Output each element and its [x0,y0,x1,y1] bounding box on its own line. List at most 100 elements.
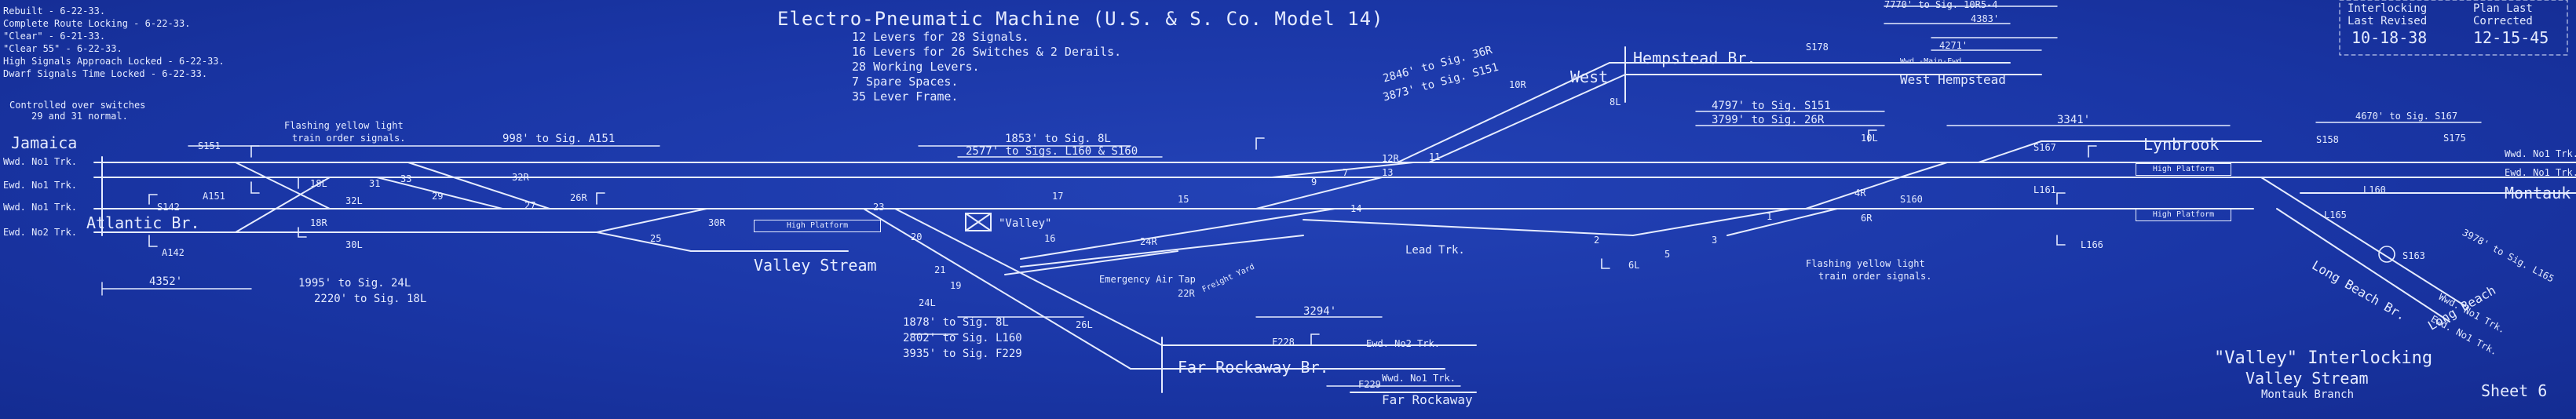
high-platform-lynbrook-1: High Platform [2136,163,2231,176]
note-controlled-2: 29 and 31 normal. [31,111,128,122]
distance-label: 1853' to Sig. 8L [1005,133,1111,145]
lever-number: 16 [1044,233,1056,244]
place-jamaica: Jamaica [11,133,78,152]
sheet-number: Sheet 6 [2481,381,2548,400]
lever-number: 5 [1664,249,1671,260]
signal-label: 6L [1628,260,1640,271]
track-label: Wwd. No1 Trk. [2505,148,2576,159]
far-rockaway-branch [894,208,1163,346]
title-block-line1: "Valley" Interlocking [2214,348,2433,368]
distance-label: 3294' [1303,305,1337,318]
long-beach-branch [2260,177,2466,307]
corrected-date: 12-15-45 [2473,28,2549,47]
signal-label: 18R [310,217,327,228]
note-line: "Clear" - 6-21-33. [3,31,106,42]
signal-label: 24L [919,297,936,308]
place-west: West [1570,67,1609,86]
note-controlled: Controlled over switches [9,100,146,111]
long-beach-branch [2276,208,2450,322]
lever-number: 27 [524,200,536,211]
track-label: Ewd. No2 Trk. [1366,338,1440,349]
distance-label: 2220' to Sig. 18L [314,293,427,305]
place-valley-box: "Valley" [999,217,1052,230]
note-flashing: train order signals. [1818,271,1932,282]
lever-number: 20 [911,231,923,242]
distance-label: 4383' [1971,13,2000,24]
long-beach-marker [2378,246,2395,263]
dimension-lines [101,5,2482,387]
track-label: Wwd.-Main-Ewd. [1900,57,1967,66]
track-label: Ewd. No1 Trk. [2505,167,2576,178]
distance-label: 3341' [2057,114,2091,126]
track-label: Wwd. No1 Trk. [3,156,77,167]
spec-line: 28 Working Levers. [852,60,980,74]
crossover [407,162,550,210]
distance-label: 4352' [149,275,183,288]
lever-number: 23 [873,202,885,213]
title-block-line3: Montauk Branch [2261,388,2355,401]
distance-label: 3799' to Sig. 26R [1712,114,1825,126]
place-far-rockaway: Far Rockaway [1382,392,1473,407]
high-platform-valley: High Platform [754,220,881,232]
place-emergency-air-tap: Emergency Air Tap [1099,274,1196,285]
signal-label: S167 [2033,142,2056,153]
note-flashing: Flashing yellow light [284,120,404,131]
signal-label: S175 [2443,133,2466,144]
signal-label: 8L [1610,97,1621,107]
title-block-line2: Valley Stream [2245,369,2369,388]
last-revised-label: Last Revised [2348,15,2428,27]
distance-label: 4271' [1939,40,1968,51]
last-revised-date: 10-18-38 [2351,28,2428,47]
note-line: High Signals Approach Locked - 6-22-33. [3,56,225,67]
lever-number: 21 [934,264,946,275]
spec-line: 12 Levers for 28 Signals. [852,30,1029,44]
track-label: Wwd. No1 Trk. [3,202,77,213]
place-far-rockaway-br: Far Rockaway Br. [1178,358,1329,377]
signal-label: 10R [1509,79,1526,90]
signal-label: S163 [2402,250,2425,261]
signal-label: L166 [2081,239,2103,250]
distance-label: 998' to Sig. A151 [502,133,616,145]
spec-line: 35 Lever Frame. [852,89,959,104]
lever-number: 29 [432,191,444,202]
freight-lead [1004,250,1178,275]
signal-label: 12R [1382,153,1399,164]
note-line: Complete Route Locking - 6-22-33. [3,18,191,29]
lever-number: 13 [1382,167,1394,178]
place-lead-trk: Lead Trk. [1405,244,1465,257]
lever-number: 11 [1429,151,1441,162]
signal-label: F228 [1272,337,1295,348]
place-lynbrook: Lynbrook [2143,135,2220,154]
spec-line: 7 Spare Spaces. [852,75,959,89]
distance-label: 7770' to Sig. 10R5-4 [1884,0,1998,10]
signal-label: 10L [1861,133,1878,144]
note-flashing: Flashing yellow light [1806,258,1925,269]
place-montauk: Montauk [2505,184,2571,202]
valley-tower-box [965,213,992,231]
corrected-label: Corrected [2473,15,2533,27]
note-line: Rebuilt - 6-22-33. [3,5,106,16]
crossover [235,177,331,233]
signal-label: L165 [2324,210,2347,220]
lever-number: 2 [1594,235,1600,246]
signal-label: S142 [157,202,180,213]
lever-number: 17 [1052,191,1064,202]
signal-label: A142 [162,247,185,258]
drawing-title: Electro-Pneumatic Machine (U.S. & S. Co.… [777,8,1384,30]
signal-marks [148,129,2097,346]
distance-label: 3935' to Sig. F229 [903,348,1022,360]
lever-number: 9 [1311,177,1317,188]
signal-label: 30L [345,239,363,250]
interlocking-label: Interlocking [2348,2,2428,15]
revision-block-frame [2339,0,2568,56]
distance-label: 4797' to Sig. S151 [1712,100,1831,112]
signal-label: 18L [310,178,327,189]
signal-label: 22R [1178,288,1195,299]
signal-label: 30R [708,217,725,228]
lever-number: 19 [950,280,962,291]
hempstead-branch [1397,62,1610,163]
lever-number: 14 [1350,203,1362,214]
signal-label: S151 [198,140,221,151]
crossover [376,177,503,210]
